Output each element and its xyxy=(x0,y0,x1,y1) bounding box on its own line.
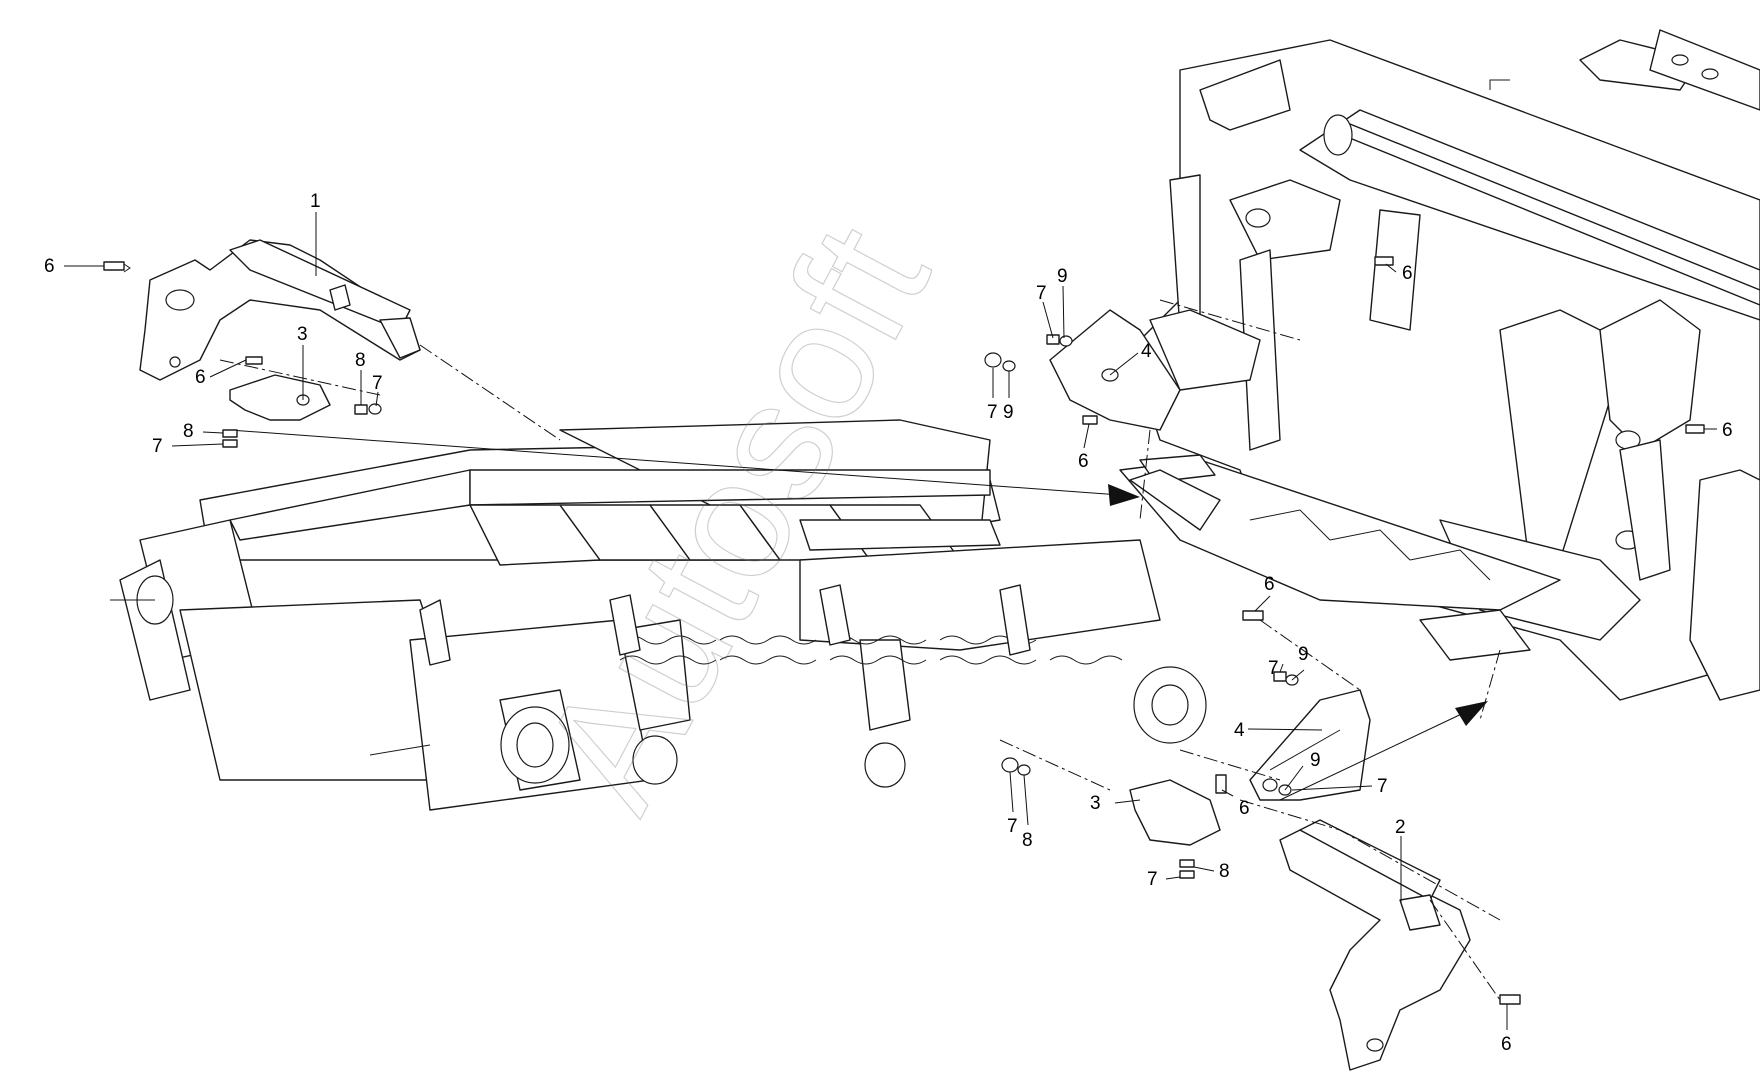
callout-6-top-left: 6 xyxy=(44,256,55,277)
part-3-left-bracket xyxy=(229,374,331,421)
callout-3-lower: 3 xyxy=(1090,793,1101,814)
callout-7-lower-left: 7 xyxy=(1007,816,1018,837)
callout-8-bottom-stack: 8 xyxy=(1219,861,1230,882)
callout-6-lower-bolt: 6 xyxy=(1239,798,1250,819)
callout-7-left-nut: 7 xyxy=(372,373,383,394)
arrow-head-lower xyxy=(1455,701,1488,726)
callout-4-lower: 4 xyxy=(1234,720,1245,741)
callout-7-upper-b: 7 xyxy=(987,402,998,423)
callout-9-lower: 9 xyxy=(1310,750,1321,771)
callout-9-mid: 9 xyxy=(1298,644,1309,665)
header-frame xyxy=(1119,29,1760,701)
feeder-conveyor xyxy=(110,419,1221,811)
callout-7-mid: 7 xyxy=(1268,658,1279,679)
callout-9-upper-a: 9 xyxy=(1057,266,1068,287)
part-2-bracket-arm xyxy=(1279,819,1471,1071)
arrow-head-upper xyxy=(1108,484,1140,506)
callout-6-header-upper: 6 xyxy=(1402,263,1413,284)
callout-7-upper-a: 7 xyxy=(1036,283,1047,304)
callout-7-left-stack: 7 xyxy=(152,436,163,457)
callout-2: 2 xyxy=(1395,817,1406,838)
callout-6-center: 6 xyxy=(1078,451,1089,472)
callout-7-lower-right: 7 xyxy=(1377,776,1388,797)
callout-6-bottom: 6 xyxy=(1501,1034,1512,1055)
callout-6-left: 6 xyxy=(195,367,206,388)
part-4-lower-plate xyxy=(1249,689,1371,801)
callout-1: 1 xyxy=(310,191,321,212)
callout-6-header-right: 6 xyxy=(1722,420,1733,441)
callout-4-upper: 4 xyxy=(1141,341,1152,362)
callout-labels: 1 2 3 3 4 4 6 6 6 6 6 6 6 6 7 7 7 7 7 7 … xyxy=(44,191,1733,1055)
callout-6-mid: 6 xyxy=(1264,574,1275,595)
callout-8-lower: 8 xyxy=(1022,830,1033,851)
callout-8-left-washer: 8 xyxy=(355,350,366,371)
part-3-lower-bracket xyxy=(1129,779,1221,846)
callout-7-bottom-stack: 7 xyxy=(1147,869,1158,890)
callout-3-left: 3 xyxy=(297,324,308,345)
direction-arrows xyxy=(229,429,1488,801)
assembly-lines xyxy=(219,299,1501,1001)
callout-8-left-stack: 8 xyxy=(183,421,194,442)
part-1-bracket-arm xyxy=(139,239,421,381)
callout-9-upper-b: 9 xyxy=(1003,402,1014,423)
callout-leaders xyxy=(64,212,1717,1030)
